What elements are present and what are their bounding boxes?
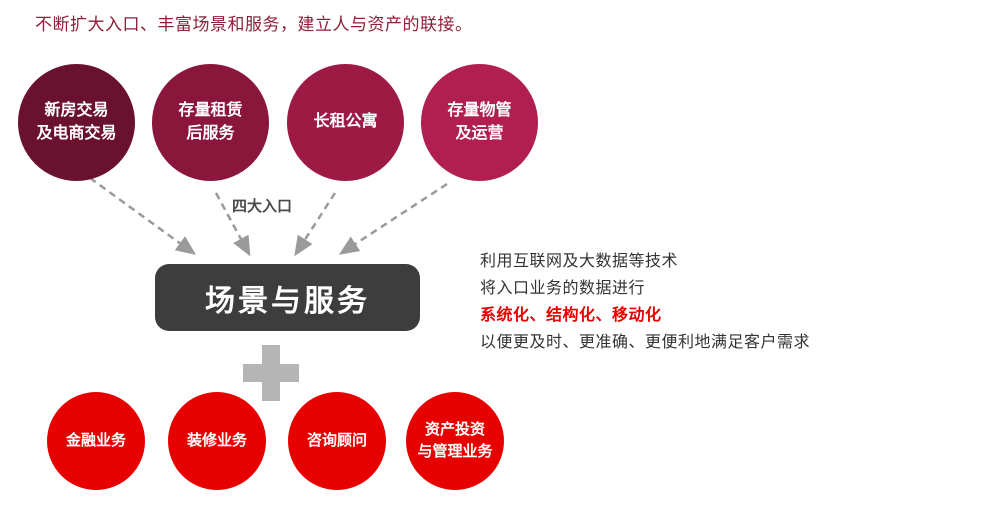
entry-circle-new-home-trade: 新房交易 及电商交易 [18, 64, 135, 181]
business-circle-finance: 金融业务 [47, 392, 145, 490]
desc-line-1: 利用互联网及大数据等技术 [480, 253, 679, 270]
arrow-entry-4 [338, 182, 448, 255]
four-entries-label: 四大入口 [232, 198, 293, 215]
entry-circle-longterm-apartment: 长租公寓 [287, 64, 404, 181]
desc-highlight: 系统化、结构化、移动化 [480, 307, 662, 324]
description-text: 利用互联网及大数据等技术 将入口业务的数据进行 系统化、结构化、移动化 以便更及… [480, 248, 810, 356]
business-circle-consulting: 咨询顾问 [288, 392, 386, 490]
scene-service-box: 场景与服务 [155, 264, 420, 331]
arrow-entry-3 [294, 192, 337, 257]
plus-horizontal-bar [243, 364, 299, 382]
desc-line-3: 以便更及时、更准确、更便利地满足客户需求 [480, 334, 811, 351]
desc-line-2: 将入口业务的数据进行 [480, 280, 646, 297]
entry-circle-rental-service: 存量租赁 后服务 [152, 64, 269, 181]
arrow-entry-1 [89, 176, 197, 255]
plus-icon [243, 345, 299, 401]
business-circle-renovation: 装修业务 [168, 392, 266, 490]
entry-circle-property-management: 存量物管 及运营 [421, 64, 538, 181]
page-title: 不断扩大入口、丰富场景和服务，建立人与资产的联接。 [35, 15, 473, 34]
business-circle-asset-investment: 资产投资 与管理业务 [406, 392, 504, 490]
